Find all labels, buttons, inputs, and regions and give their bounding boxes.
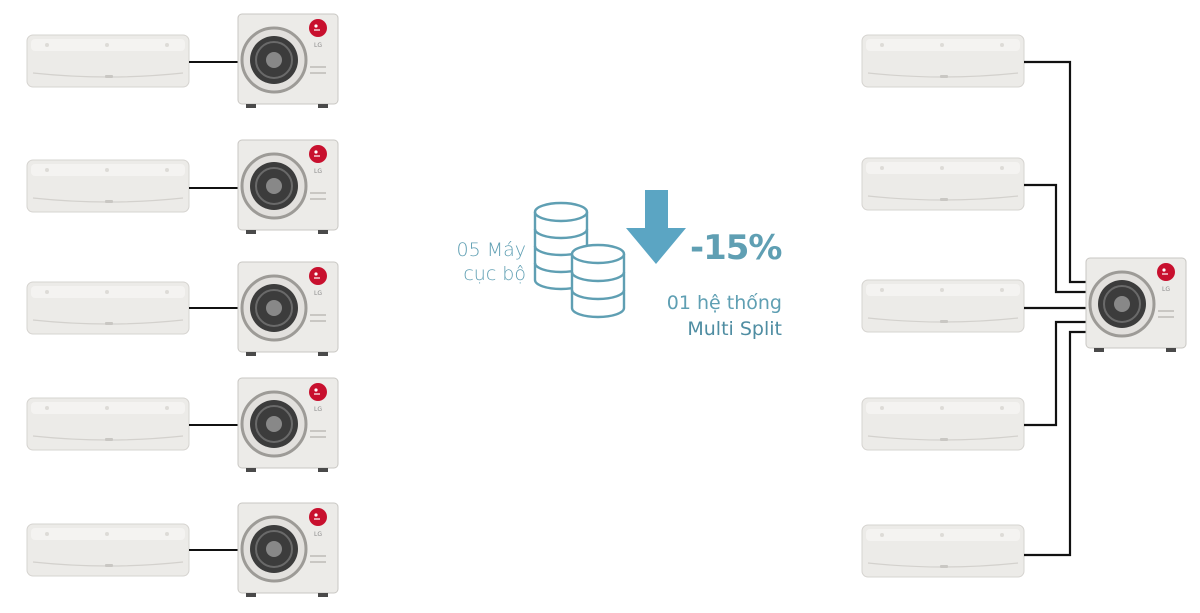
left-system-2 xyxy=(26,138,340,236)
indoor-unit-icon xyxy=(861,279,1025,333)
reduction-percent: -15% xyxy=(690,228,782,268)
outdoor-unit-icon xyxy=(236,376,340,474)
pipes xyxy=(1024,60,1088,557)
left-system-4 xyxy=(26,376,340,474)
down-arrow-icon xyxy=(626,190,686,264)
indoor-unit-icon xyxy=(26,281,190,335)
left-systems xyxy=(26,12,340,599)
indoor-unit-icon xyxy=(26,523,190,577)
indoor-unit-icon xyxy=(26,159,190,213)
coin-stack-icon xyxy=(533,201,626,319)
left-system-1 xyxy=(26,12,340,110)
left-label: 05 Máy cục bộ xyxy=(436,238,527,286)
indoor-unit-icon xyxy=(26,34,190,88)
outdoor-unit-icon xyxy=(1084,256,1188,354)
left-system-3 xyxy=(26,260,340,358)
left-label-line1: 05 Máy xyxy=(456,239,527,261)
indoor-unit-icon xyxy=(861,34,1025,88)
indoor-unit-icon xyxy=(861,524,1025,578)
left-label-line2: cục bộ xyxy=(463,263,526,285)
left-system-5 xyxy=(26,501,340,599)
outdoor-unit-icon xyxy=(236,501,340,599)
outdoor-unit-icon xyxy=(236,138,340,236)
indoor-unit-icon xyxy=(26,397,190,451)
right-label: 01 hệ thống Multi Split xyxy=(640,290,782,342)
right-label-line1: 01 hệ thống xyxy=(666,292,782,314)
outdoor-unit-icon xyxy=(236,260,340,358)
indoor-unit-icon xyxy=(861,397,1025,451)
right-system xyxy=(861,34,1188,578)
outdoor-unit-icon xyxy=(236,12,340,110)
right-label-line2: Multi Split xyxy=(687,318,782,340)
indoor-unit-icon xyxy=(861,157,1025,211)
